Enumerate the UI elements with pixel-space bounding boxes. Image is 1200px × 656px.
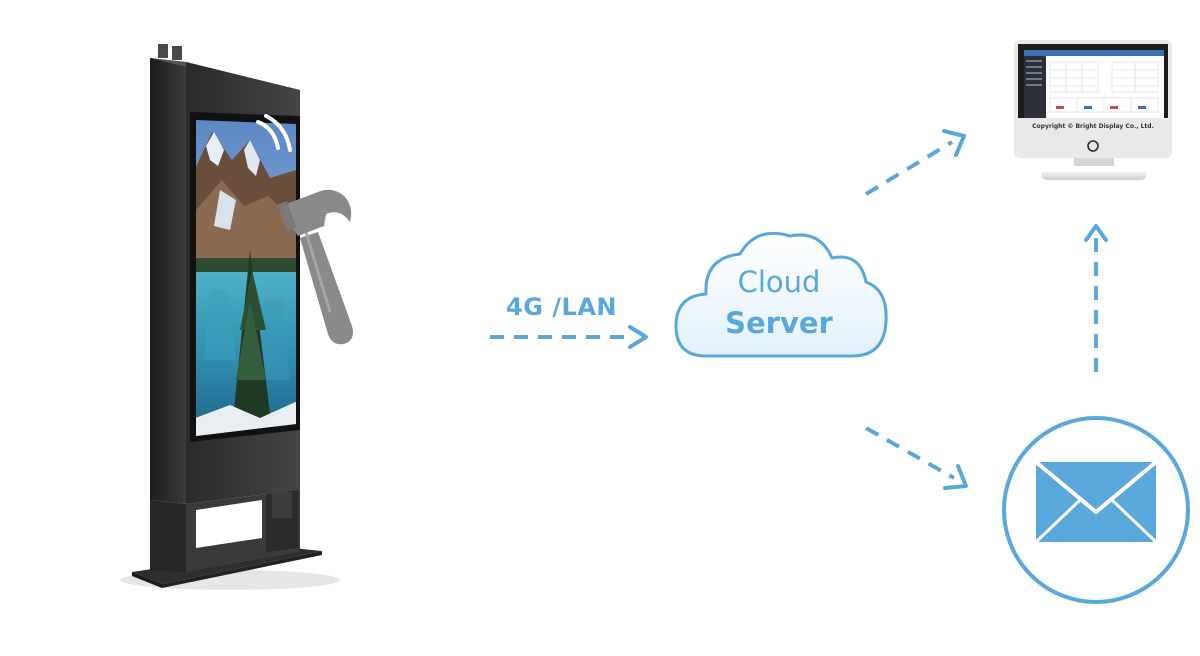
arrow-mail-to-monitor (1084, 224, 1108, 372)
arrow-cloud-to-mail (865, 426, 968, 490)
kiosk-screen-image (196, 120, 296, 436)
kiosk-left-leg (150, 500, 186, 572)
kiosk-side-panel (150, 58, 186, 504)
arrow-kiosk-to-cloud (490, 325, 648, 349)
signal-arc-icon (256, 120, 280, 150)
desktop-monitor-icon (1014, 40, 1172, 180)
cloud-icon (674, 231, 888, 358)
hammer-icon (277, 189, 353, 345)
envelope-icon (1002, 416, 1190, 604)
power-button-icon (1087, 140, 1099, 152)
kiosk-base-plate (132, 548, 322, 584)
connection-label: 4G /LAN (506, 293, 617, 321)
monitor-footer-text: Copyright © Bright Display Co., Ltd. (1032, 123, 1154, 130)
kiosk-illustration (120, 44, 340, 590)
arrow-cloud-to-monitor (864, 129, 966, 196)
cloud-subtitle: Server (725, 306, 833, 340)
monitor-stand (1041, 172, 1147, 180)
cloud-title: Cloud (737, 265, 821, 299)
